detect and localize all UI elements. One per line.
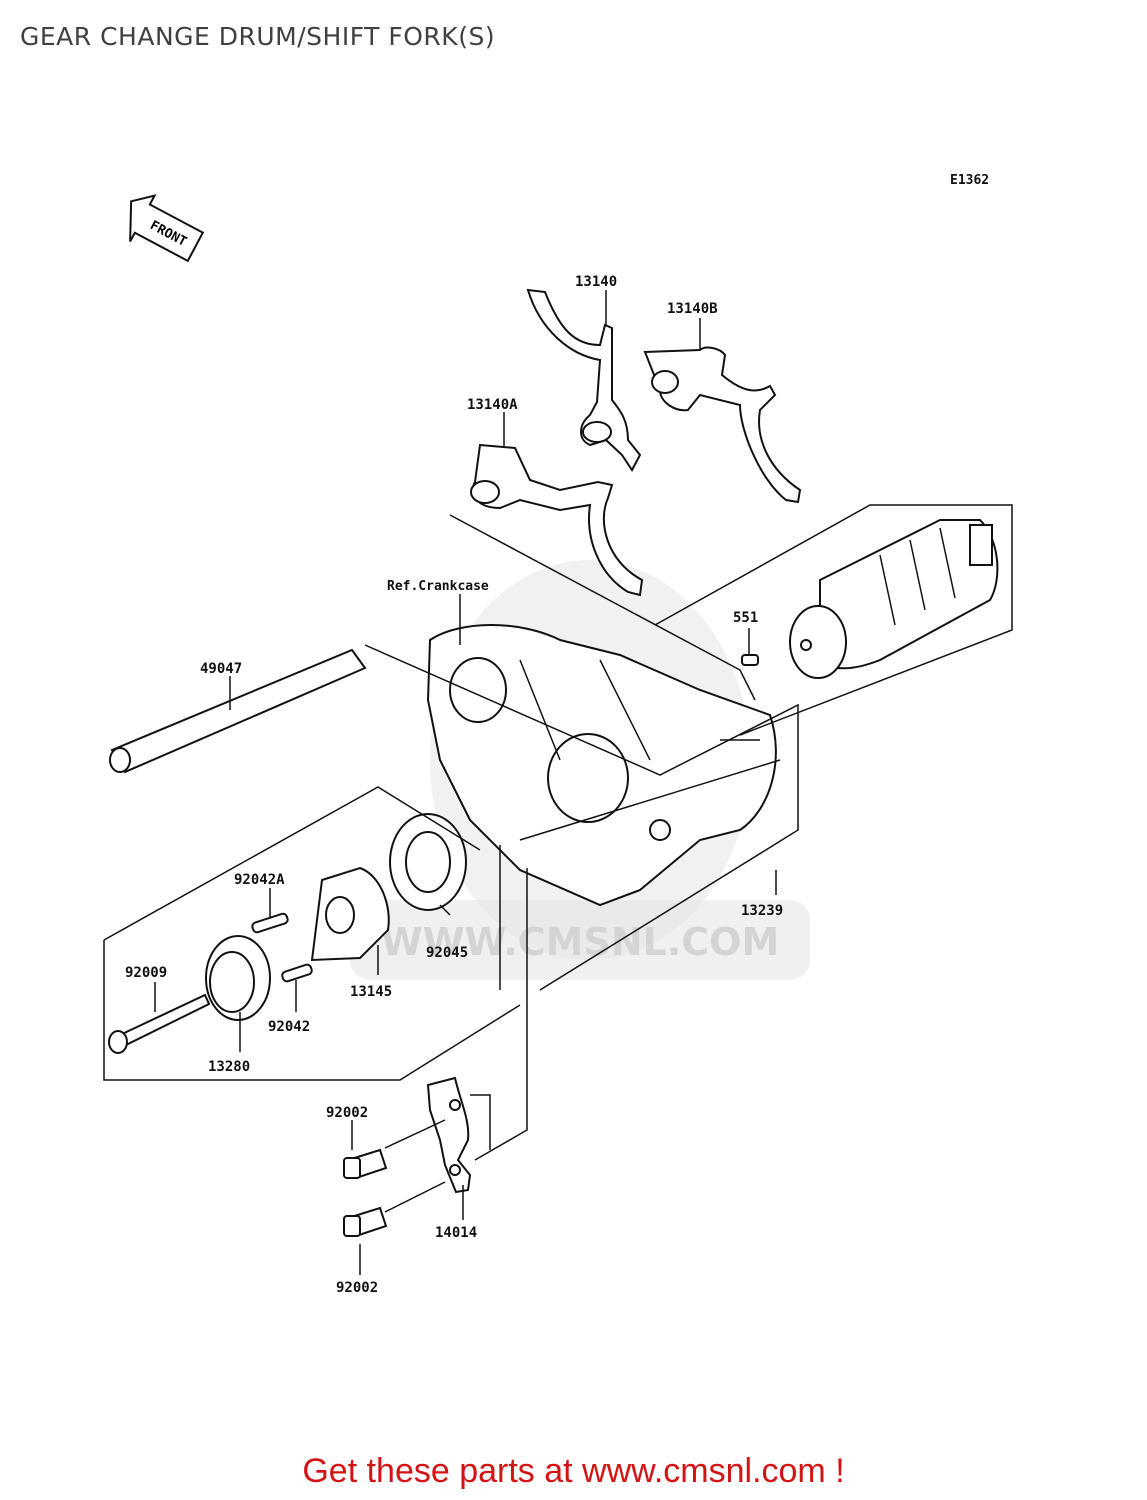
part-label-49047: 49047 [200, 661, 242, 677]
part-label-92042: 92042 [268, 1019, 310, 1035]
shift-fork-13140B [643, 346, 802, 504]
crankcase-reference [426, 624, 777, 907]
reference-label: Ref.Crankcase [387, 579, 489, 594]
screw-92009 [108, 993, 211, 1054]
part-label-14014: 14014 [435, 1225, 477, 1241]
cam-13145 [310, 866, 390, 962]
part-label-92002-upper: 92002 [326, 1105, 368, 1121]
bolt-92002-upper [343, 1148, 388, 1180]
part-label-13140B: 13140B [667, 301, 718, 317]
front-arrow-icon: FRONT [129, 194, 205, 263]
pin-551 [741, 654, 759, 666]
plate-hole-icon [449, 1164, 461, 1176]
bolt-92002-lower [343, 1206, 388, 1238]
part-label-92042A: 92042A [234, 872, 285, 888]
pin-92042 [281, 963, 313, 983]
shift-fork-13140A [470, 443, 644, 597]
stopper-plate-14014 [426, 1076, 472, 1194]
plate-13280 [205, 935, 271, 1021]
diagram-code: E1362 [950, 173, 989, 188]
watermark-text: WWW.CMSNL.COM [381, 920, 780, 964]
part-label-13239: 13239 [741, 903, 783, 919]
part-label-92009: 92009 [125, 965, 167, 981]
group-frames [103, 504, 1013, 1161]
gear-change-drum-13239 [789, 519, 999, 679]
part-label-13140A: 13140A [467, 397, 518, 413]
part-label-13145: 13145 [350, 984, 392, 1000]
part-label-13140: 13140 [575, 274, 617, 290]
page-title: GEAR CHANGE DRUM/SHIFT FORK(S) [20, 22, 496, 51]
bearing-92045 [389, 813, 467, 911]
part-label-551: 551 [733, 610, 758, 626]
plate-hole-icon [449, 1099, 461, 1111]
leader-lines [154, 290, 777, 1275]
part-label-92045: 92045 [426, 945, 468, 961]
shaft-49047 [109, 648, 367, 774]
pin-92042A [251, 912, 289, 934]
part-label-13280: 13280 [208, 1059, 250, 1075]
part-label-92002-lower: 92002 [336, 1280, 378, 1296]
shift-fork-13140 [526, 288, 642, 472]
footer-link[interactable]: Get these parts at www.cmsnl.com ! [302, 1452, 845, 1490]
